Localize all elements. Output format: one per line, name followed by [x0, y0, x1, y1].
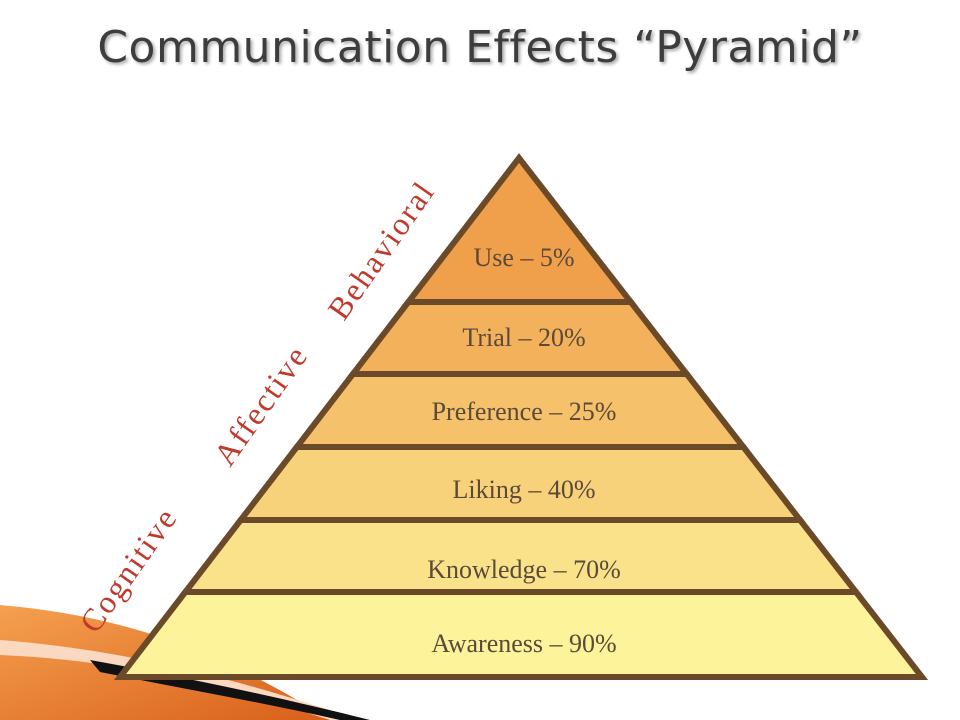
- slide-title: Communication Effects “Pyramid”: [97, 22, 863, 73]
- pyramid-levels: [113, 153, 929, 680]
- level-label-use: Use – 5%: [473, 243, 574, 272]
- pyramid-level-awareness: [113, 589, 929, 680]
- pyramid-level-use: [402, 153, 637, 305]
- level-label-awareness: Awareness – 90%: [431, 629, 616, 658]
- level-label-preference: Preference – 25%: [432, 397, 617, 426]
- level-label-knowledge: Knowledge – 70%: [427, 555, 621, 584]
- level-label-trial: Trial – 20%: [462, 323, 585, 352]
- level-label-liking: Liking – 40%: [453, 475, 596, 504]
